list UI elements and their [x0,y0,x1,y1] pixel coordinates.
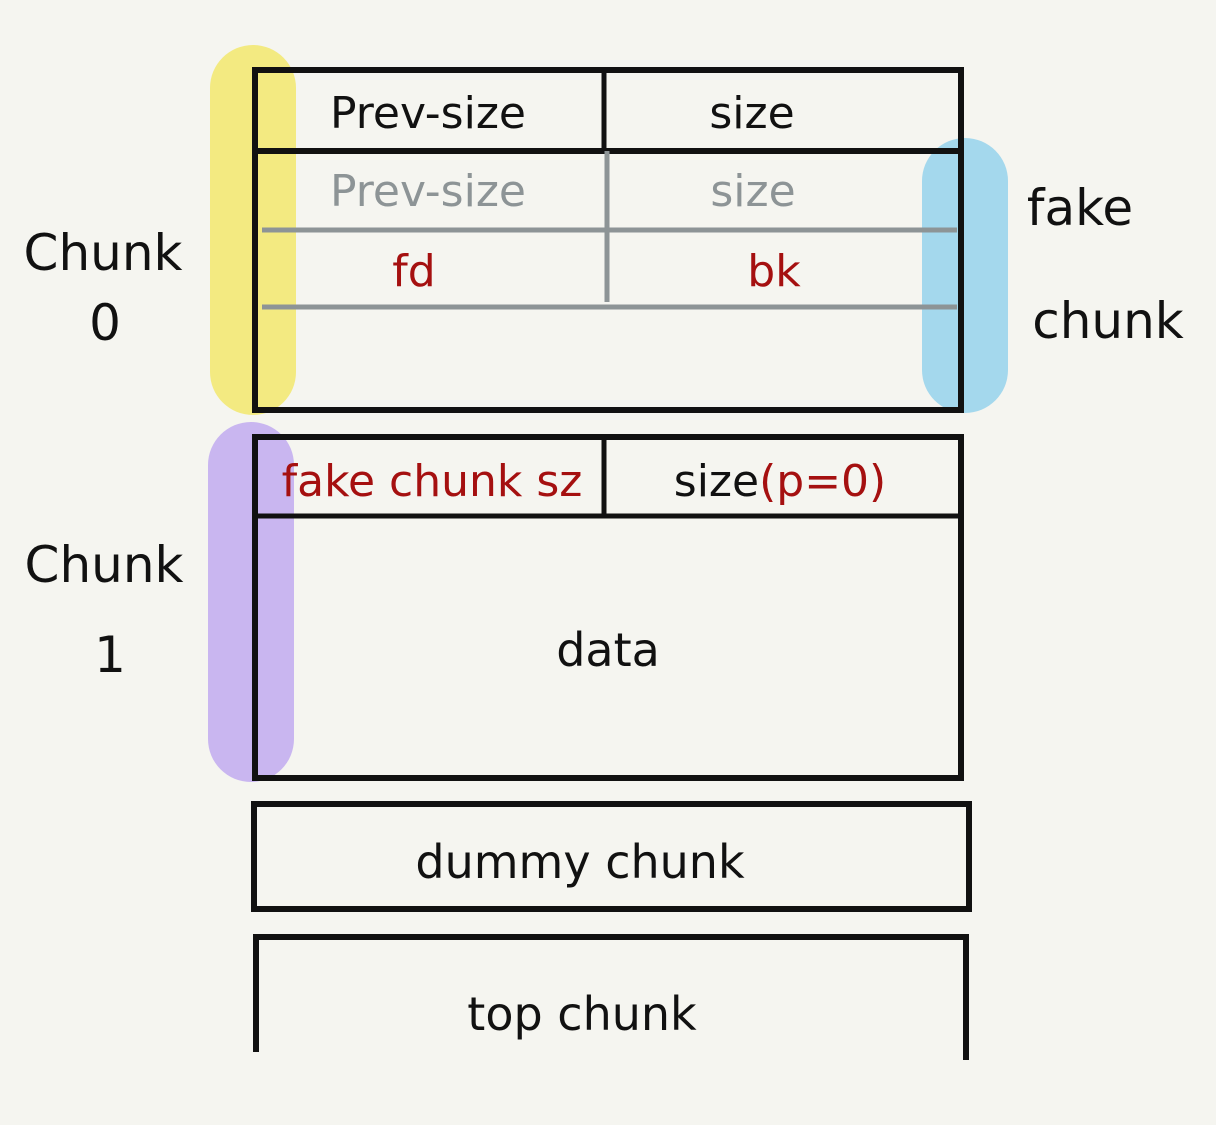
dummy-chunk-label: dummy chunk [415,835,745,889]
dummy-chunk-box [251,801,972,912]
fake-chunk-blue-highlight [922,138,1008,413]
chunk1-side-label-line2: 1 [94,626,126,684]
chunk0-side-label-line2: 0 [89,294,121,352]
chunk0-size-label: size [709,88,794,139]
chunk0-side-label-line1: Chunk [24,224,183,282]
chunk1-purple-highlight [208,422,294,782]
chunk0-box [252,67,964,413]
top-chunk-label: top chunk [467,987,697,1041]
fake-chunk-side-label-line2: chunk [1032,292,1184,350]
fake-chunk-fd-label: fd [392,246,435,297]
chunk1-size-prefix: size [674,456,759,507]
chunk1-side-label-line1: Chunk [25,536,184,594]
chunk1-fake-chunk-sz-label: fake chunk sz [282,456,583,507]
fake-chunk-size-label: size [710,166,795,217]
fake-chunk-side-label-line1: fake [1027,179,1133,237]
chunk0-prev-size-label: Prev-size [330,88,526,139]
fake-chunk-bk-label: bk [747,246,801,297]
chunk1-data-label: data [556,623,660,677]
chunk1-box [252,434,964,781]
fake-chunk-prev-size-label: Prev-size [330,166,526,217]
chunk1-size-label: size(p=0) [674,456,886,507]
top-chunk-box [253,934,969,1060]
chunk1-size-suffix: (p=0) [759,456,886,507]
